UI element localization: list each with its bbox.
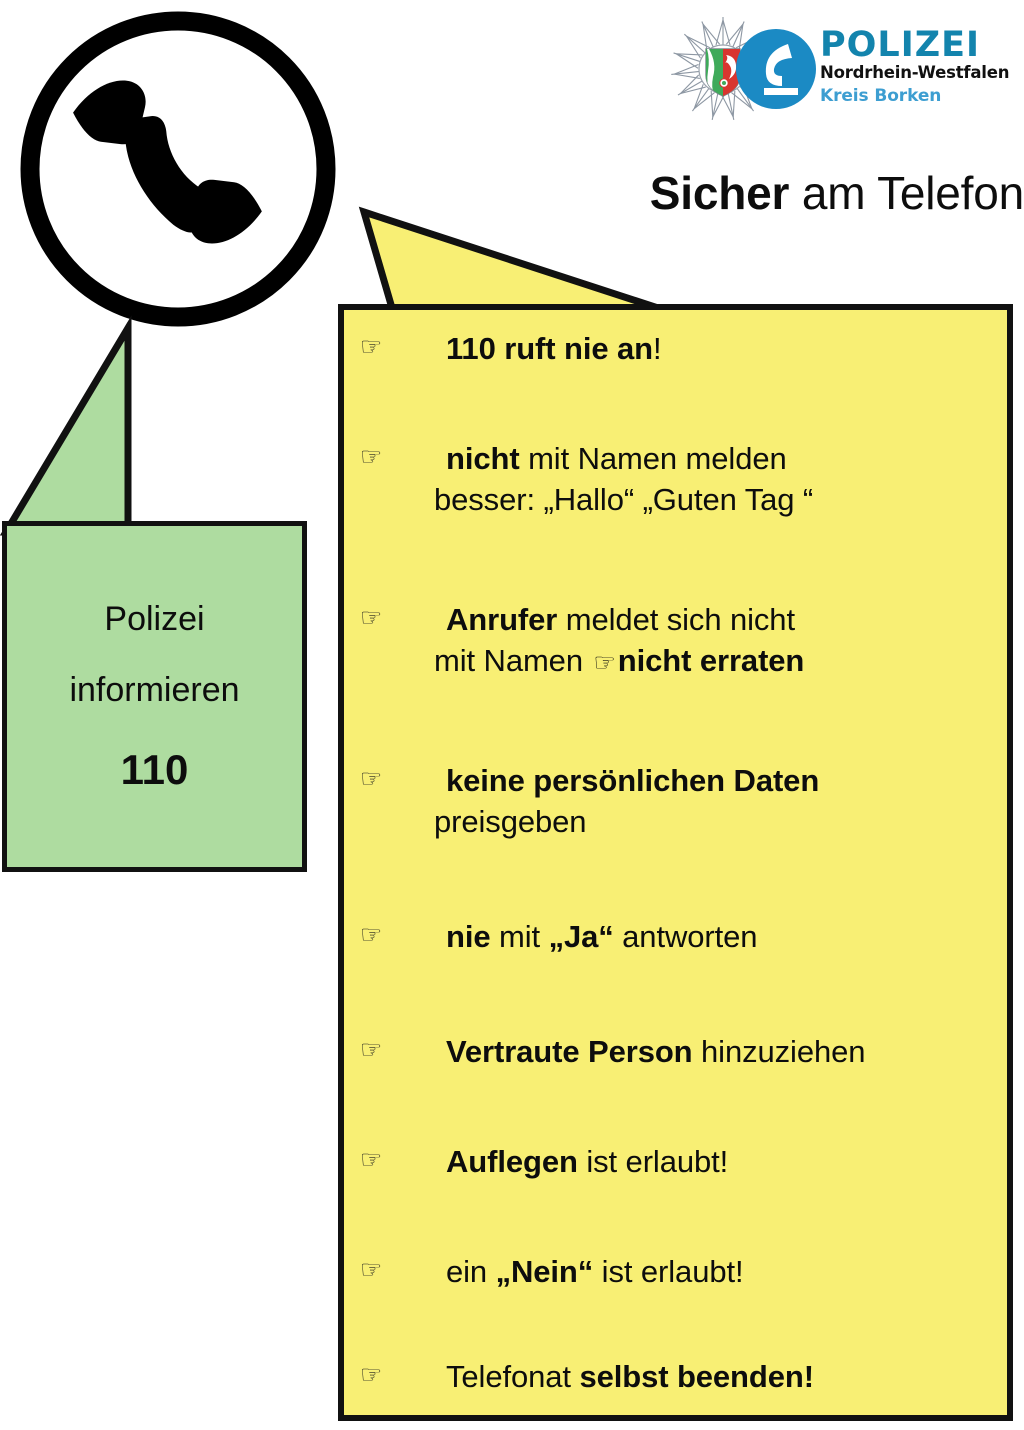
tip-line: nicht mit Namen melden <box>446 438 1012 479</box>
logo-line-polizei: POLIZEI <box>820 25 981 65</box>
pointing-hand-icon: ☞ <box>360 764 383 793</box>
tip-text-segment: mit Namen melden <box>519 441 787 476</box>
blue-circle-eagle-icon <box>736 29 816 109</box>
tip-110-ruft-nie-an: ☞ 110 ruft nie an! <box>352 328 1012 369</box>
tip-line: besser: „Hallo“ „Guten Tag “ <box>434 479 1012 520</box>
pointing-hand-icon: ☞ <box>360 1255 383 1284</box>
tip-line: preisgeben <box>434 801 1012 842</box>
tip-text-segment: keine persönlichen Daten <box>446 763 820 798</box>
pointing-hand-icon: ☞ <box>360 1145 383 1174</box>
tip-vertraute-person-hinzuziehen: ☞ Vertraute Person hinzuziehen <box>352 1031 1012 1072</box>
tip-telefonat-selbst-beenden: ☞ Telefonat selbst beenden! <box>352 1356 1012 1397</box>
tip-text-segment: preisgeben <box>434 804 587 840</box>
yellow-tips-panel <box>338 304 1013 1421</box>
tips-list: ☞ 110 ruft nie an! ☞ nicht mit Namen melden… <box>352 316 1012 1416</box>
tip-text-segment: selbst beenden! <box>579 1359 814 1394</box>
tip-text-segment: hinzuziehen <box>692 1034 866 1069</box>
tip-line: keine persönlichen Daten <box>446 760 1012 801</box>
tip-text-segment: ein <box>446 1254 496 1289</box>
green-callout-text: Polizei informieren 110 <box>2 521 307 872</box>
tip-nie-mit-ja-antworten: ☞ nie mit „Ja“ antworten <box>352 916 1012 957</box>
polizei-logo: POLIZEI Nordrhein-Westfalen Kreis Borken <box>668 14 1018 126</box>
tip-text-segment: Anrufer <box>446 602 558 637</box>
tip-110-ruft-nie-an-text: 110 ruft nie an! <box>446 328 1012 369</box>
tip-text-segment: Telefonat <box>446 1359 580 1394</box>
tip-line: Vertraute Person hinzuziehen <box>446 1031 1012 1072</box>
tip-line: 110 ruft nie an! <box>446 328 1012 369</box>
tip-ein-nein-ist-erlaubt-text: ein „Nein“ ist erlaubt! <box>446 1251 1012 1292</box>
title-rest: am Telefon <box>789 167 1024 219</box>
tip-text-segment: mit Namen <box>434 643 592 679</box>
tip-text-segment: nicht <box>446 441 520 476</box>
tip-text-segment: Auflegen <box>446 1144 578 1179</box>
pointing-hand-icon: ☞ <box>360 920 383 949</box>
page-title: Sicher am Telefon <box>380 166 1024 220</box>
tip-telefonat-selbst-beenden-text: Telefonat selbst beenden! <box>446 1356 1012 1397</box>
tip-text-segment: nicht erraten <box>617 643 805 679</box>
green-line-polizei: Polizei <box>104 599 205 638</box>
green-callout-box <box>2 521 307 872</box>
green-line-informieren: informieren <box>69 670 240 709</box>
tip-text-segment: Vertraute Person <box>446 1034 693 1069</box>
tip-text-segment: antworten <box>613 919 758 954</box>
pointing-hand-icon: ☞ <box>360 1035 383 1064</box>
tip-text-segment: besser: „Hallo“ „Guten Tag “ <box>434 482 814 518</box>
tip-line: Telefonat selbst beenden! <box>446 1356 1012 1397</box>
tip-line: Anrufer meldet sich nicht <box>446 599 1012 640</box>
tip-text-segment: meldet sich nicht <box>557 602 795 637</box>
pointing-hand-icon: ☞ <box>360 603 383 632</box>
pointing-hand-icon: ☞ <box>360 332 383 361</box>
tip-text-segment: mit <box>490 919 549 954</box>
tip-text-segment: ! <box>652 331 662 366</box>
police-star-badge-icon <box>670 17 816 122</box>
tip-text-segment: „Nein“ <box>495 1254 594 1289</box>
logo-line-nordrhein-westfalen: Nordrhein-Westfalen <box>820 63 1010 83</box>
tip-auflegen-ist-erlaubt-text: Auflegen ist erlaubt! <box>446 1141 1012 1182</box>
pointing-hand-icon: ☞ <box>593 648 616 678</box>
title-bold-word: Sicher <box>649 167 790 219</box>
tip-line: ein „Nein“ ist erlaubt! <box>446 1251 1012 1292</box>
nrw-coat-of-arms-icon <box>705 48 741 97</box>
tip-nie-mit-ja-antworten-text: nie mit „Ja“ antworten <box>446 916 1012 957</box>
telephone-handset-in-circle-icon <box>20 11 336 327</box>
pointing-hand-icon: ☞ <box>360 1360 383 1389</box>
pointing-hand-icon: ☞ <box>360 442 383 471</box>
green-emergency-number: 110 <box>120 745 189 793</box>
tip-keine-persoenlichen-daten: ☞ keine persönlichen Daten preisgeben <box>352 760 1012 842</box>
tip-text-segment: 110 ruft nie an <box>446 331 653 366</box>
logo-line-kreis-borken: Kreis Borken <box>820 85 942 106</box>
green-callout-tail <box>0 315 132 536</box>
tip-text-segment: ist erlaubt! <box>593 1254 744 1289</box>
tip-keine-persoenlichen-daten-text: keine persönlichen Daten preisgeben <box>434 760 1012 842</box>
tip-ein-nein-ist-erlaubt: ☞ ein „Nein“ ist erlaubt! <box>352 1251 1012 1292</box>
tip-text-segment: „Ja“ <box>548 919 614 954</box>
tip-auflegen-ist-erlaubt: ☞ Auflegen ist erlaubt! <box>352 1141 1012 1182</box>
tip-line: mit Namen ☞nicht erraten <box>434 640 1012 681</box>
tip-text-segment: nie <box>446 919 491 954</box>
tip-line: Auflegen ist erlaubt! <box>446 1141 1012 1182</box>
tip-line: nie mit „Ja“ antworten <box>446 916 1012 957</box>
tip-vertraute-person-hinzuziehen-text: Vertraute Person hinzuziehen <box>446 1031 1012 1072</box>
tip-text-segment: ist erlaubt! <box>577 1144 729 1179</box>
